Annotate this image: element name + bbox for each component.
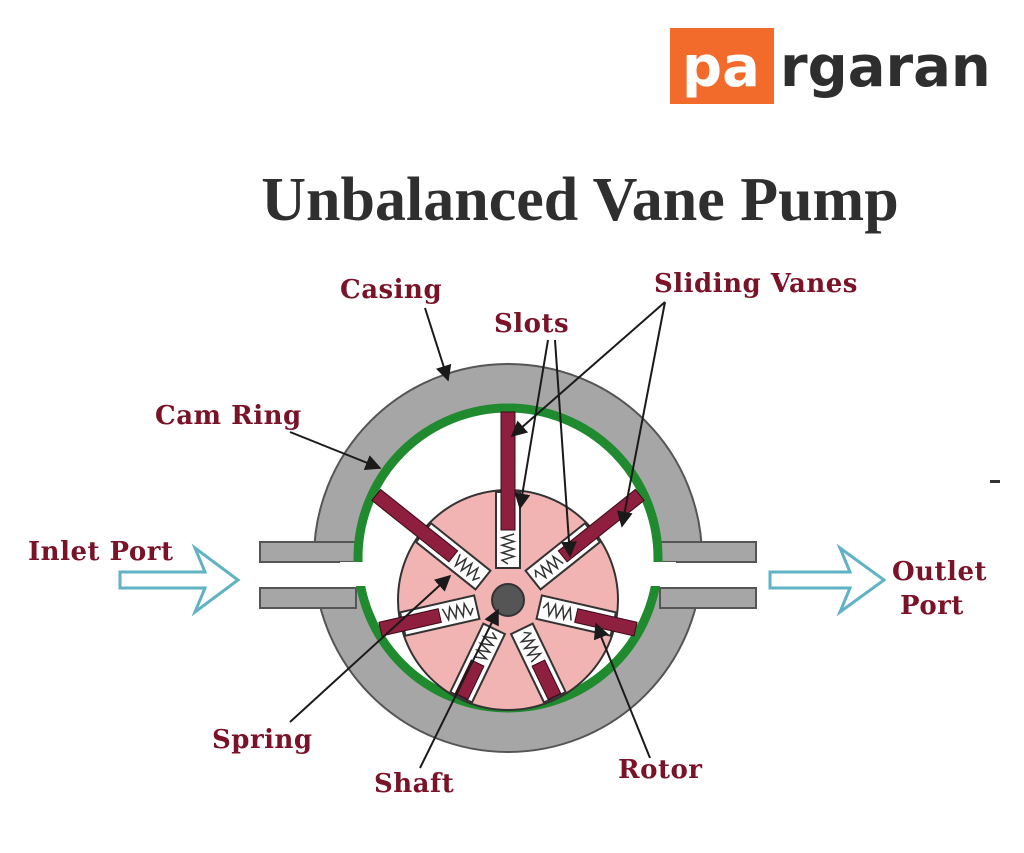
label-casing: Casing — [340, 275, 442, 305]
leader-shaft — [419, 608, 499, 769]
label-inlet-port: Inlet Port — [28, 537, 173, 567]
spring-7 — [453, 553, 481, 582]
vane-4 — [531, 659, 562, 701]
brand-logo: pa rgaran — [670, 28, 991, 104]
labels: Casing Cam Ring Slots Sliding Vanes Inle… — [28, 269, 987, 799]
vane-assembly-7 — [371, 488, 492, 591]
cam-ring-gap-right — [646, 562, 676, 586]
vane-assembly-1 — [495, 411, 521, 569]
outlet-port-flange — [659, 541, 757, 609]
label-cam-ring: Cam Ring — [155, 401, 302, 431]
shaft — [491, 583, 525, 617]
leader-slots-1 — [514, 339, 549, 510]
spring-1 — [499, 533, 517, 565]
diagram-title: Unbalanced Vane Pump — [261, 166, 898, 234]
vane-7 — [371, 488, 459, 563]
label-shaft: Shaft — [374, 769, 454, 799]
vane-1 — [500, 411, 516, 531]
vane-assembly-4 — [509, 622, 568, 704]
vane-assembly-6 — [378, 594, 481, 637]
spring-3 — [542, 601, 572, 622]
leader-cam-ring — [289, 431, 382, 471]
spring-2 — [534, 554, 564, 580]
vane-assembly-5 — [448, 622, 507, 704]
label-spring: Spring — [212, 725, 313, 755]
label-slots: Slots — [494, 309, 569, 339]
vane-5 — [454, 659, 485, 701]
inlet-arrow — [118, 543, 241, 617]
leader-casing — [424, 307, 452, 382]
leader-slots-2 — [554, 339, 577, 558]
leader-spring — [289, 574, 452, 723]
logo-highlight-text: pa — [682, 35, 760, 100]
label-sliding-vanes: Sliding Vanes — [654, 269, 858, 299]
spring-6 — [441, 601, 474, 623]
leader-lines — [289, 301, 666, 769]
spring-4 — [519, 631, 543, 663]
label-rotor: Rotor — [618, 755, 703, 785]
outlet-arrow — [768, 543, 887, 617]
edge-dash — [990, 480, 1000, 483]
leader-sliding-vanes-2 — [616, 301, 666, 528]
sliding-vanes-group — [371, 411, 645, 704]
label-outlet-port-line2: Port — [900, 591, 964, 621]
logo-highlight-box — [670, 28, 774, 104]
label-outlet-port-line1: Outlet — [892, 557, 987, 587]
leader-sliding-vanes-1 — [510, 301, 666, 438]
logo-rest-text: rgaran — [780, 35, 991, 100]
leader-rotor — [593, 622, 651, 759]
cam-ring-gap-left — [340, 562, 370, 586]
vane-6 — [378, 608, 442, 637]
